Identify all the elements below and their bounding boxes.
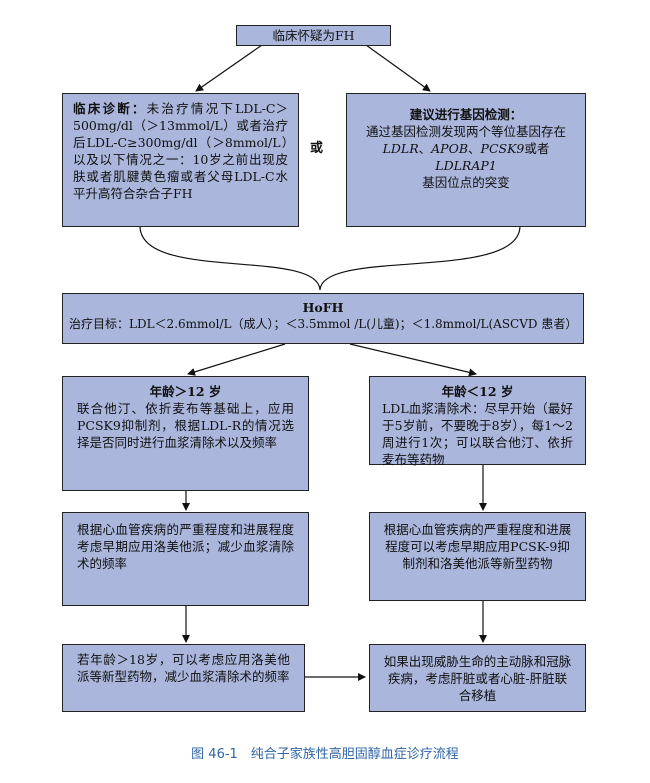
arrow-hofh-to-right1: [349, 343, 477, 377]
box-pcsk9-lomitapide: 根据心血管疾病的严重程度和进展程度可以考虑早期应用PCSK-9抑制剂和洛美他派等…: [369, 512, 586, 601]
gene-sep-2: 、: [468, 141, 481, 156]
right1-title: 年龄＜12 岁: [441, 384, 514, 399]
box-hofh: HoFH 治疗目标：LDL＜2.6mmol/L（成人）；＜3.5mmol /L(…: [62, 293, 584, 344]
left3-text: 若年龄＞18岁，可以考虑应用洛美他派等新型药物，减少血浆清除术的频率: [77, 652, 290, 684]
box-age-over-18: 若年龄＞18岁，可以考虑应用洛美他派等新型药物，减少血浆清除术的频率: [62, 644, 305, 712]
merge-curve: [139, 225, 521, 291]
or-label: 或: [310, 141, 324, 156]
hofh-title: HoFH: [302, 300, 344, 315]
gene-ldlrap1: LDLRAP1: [435, 158, 497, 173]
box-suspect-fh: 临床怀疑为FH: [236, 25, 391, 46]
suspect-label: 临床怀疑为FH: [272, 28, 355, 43]
box-transplant: 如果出现威胁生命的主动脉和冠脉疾病，考虑肝脏或者心脏-肝脏联合移植: [369, 644, 586, 712]
gene-sep-1: 、: [418, 141, 432, 156]
box-lomitapide-early: 根据心血管疾病的严重程度和进展程度考虑早期应用洛美他派；减少血浆清除术的频率: [62, 512, 309, 606]
hofh-goal: 治疗目标：LDL＜2.6mmol/L（成人）；＜3.5mmol /L(儿童)；＜…: [69, 317, 578, 331]
box-age-over-12: 年龄＞12 岁 联合他汀、依折麦布等基础上，应用PCSK9抑制剂，根据LDL-R…: [62, 376, 309, 491]
gene-sep-3: 或者: [524, 141, 550, 156]
genetic-line3: 基因位点的突变: [422, 175, 510, 190]
arrow-suspect-to-genetic: [365, 44, 431, 92]
clinical-body: 未治疗情况下LDL-C＞500mg/dl（＞13mmol/L）或者治疗后LDL-…: [73, 101, 288, 201]
right1-body: LDL血浆清除术：尽早开始（最好于5岁前，不要晚于8岁），每1～2周进行1次；可…: [382, 401, 573, 467]
right2-text: 根据心血管疾病的严重程度和进展程度可以考虑早期应用PCSK-9抑制剂和洛美他派等…: [383, 522, 572, 571]
arrow-hofh-to-left1: [187, 343, 286, 376]
left2-text: 根据心血管疾病的严重程度和进展程度考虑早期应用洛美他派；减少血浆清除术的频率: [77, 522, 294, 571]
box-genetic-testing: 建议进行基因检测： 通过基因检测发现两个等位基因存在 LDLR、APOB、PCS…: [346, 93, 586, 227]
gene-pcsk9: PCSK9: [480, 141, 525, 156]
gene-ldlr: LDLR: [382, 141, 419, 156]
figure-caption: 图 46-1 纯合子家族性高胆固醇血症诊疗流程: [191, 747, 459, 762]
clinical-title: 临床诊断：: [73, 101, 147, 116]
left1-body: 联合他汀、依折麦布等基础上，应用PCSK9抑制剂，根据LDL-R的情况选择是否同…: [77, 401, 294, 450]
left1-title: 年龄＞12 岁: [149, 384, 222, 399]
box-clinical-diagnosis: 临床诊断：未治疗情况下LDL-C＞500mg/dl（＞13mmol/L）或者治疗…: [62, 93, 299, 227]
genetic-title: 建议进行基因检测：: [409, 107, 523, 122]
box-age-under-12: 年龄＜12 岁 LDL血浆清除术：尽早开始（最好于5岁前，不要晚于8岁），每1～…: [369, 376, 586, 467]
right3-text: 如果出现威胁生命的主动脉和冠脉疾病，考虑肝脏或者心脏-肝脏联合移植: [383, 654, 572, 703]
gene-apob: APOB: [431, 141, 469, 156]
genetic-genes-line: LDLR、APOB、PCSK9或者LDLRAP1: [355, 140, 577, 174]
arrow-suspect-to-clinical: [195, 44, 263, 92]
genetic-line1: 通过基因检测发现两个等位基因存在: [365, 124, 566, 139]
